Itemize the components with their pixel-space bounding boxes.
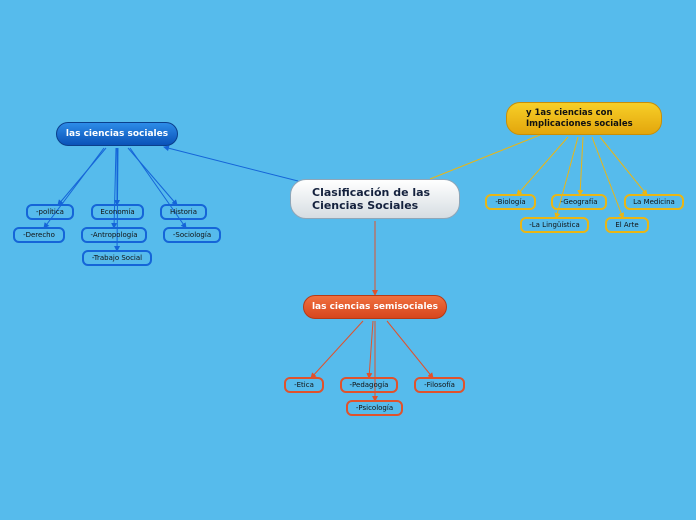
connector-impl-geografia: [577, 136, 584, 196]
topic-pedagogia[interactable]: -Pedagogía: [340, 377, 398, 393]
topic-etica[interactable]: -Etica: [284, 377, 324, 393]
topic-antropologia[interactable]: -Antropología: [81, 227, 147, 243]
topic-politica[interactable]: -política: [26, 204, 74, 220]
connector-social-antropologia: [111, 147, 118, 229]
central-topic-label: Clasificación de las Ciencias Sociales: [312, 186, 431, 212]
topic-psicologia[interactable]: -Psicología: [346, 400, 403, 416]
connector-social-historia: [127, 147, 178, 206]
connector-semi-pedagogia: [366, 320, 374, 379]
topic-label: -Pedagogía: [349, 381, 389, 389]
topic-label: -Geografía: [560, 198, 598, 206]
connector-semi-etica: [310, 320, 364, 379]
topic-label: Historia: [170, 208, 197, 216]
topic-historia[interactable]: Historia: [160, 204, 207, 220]
connector-semi-filosofia: [386, 320, 434, 379]
topic-arte[interactable]: El Arte: [605, 217, 649, 233]
connector-central-implications: [429, 134, 541, 180]
topic-geografia[interactable]: -Geografía: [551, 194, 607, 210]
topic-label: -Sociología: [172, 231, 212, 239]
topic-label: -Antropología: [90, 231, 138, 239]
topic-label: -Filosofía: [424, 381, 455, 389]
topic-economia[interactable]: Economía: [91, 204, 144, 220]
topic-label: -Etica: [294, 381, 314, 389]
topic-linguistica[interactable]: -La Lingüística: [520, 217, 589, 233]
topic-filosofia[interactable]: -Filosofía: [414, 377, 465, 393]
topic-label: -Derecho: [23, 231, 55, 239]
topic-label: -La Lingüística: [529, 221, 580, 229]
topic-label: -política: [36, 208, 64, 216]
topic-medicina[interactable]: La Medicina: [624, 194, 684, 210]
connector-impl-arte: [591, 136, 625, 219]
branch-implications-label: y 1as ciencias con Implicaciones sociale…: [526, 107, 633, 129]
branch-semisocial-label: las ciencias semisociales: [311, 302, 439, 312]
connector-impl-medicina: [599, 136, 648, 196]
connector-central-social: [163, 145, 299, 182]
topic-label: -Trabajo Social: [91, 254, 143, 262]
topic-biologia[interactable]: -Biología: [485, 194, 536, 210]
connector-social-sociologia: [129, 147, 187, 229]
connector-impl-linguistica: [554, 136, 579, 219]
topic-label: Economía: [100, 208, 135, 216]
topic-label: El Arte: [615, 221, 639, 229]
topic-derecho[interactable]: -Derecho: [13, 227, 65, 243]
topic-label: -Psicología: [355, 404, 394, 412]
branch-implications-sciences[interactable]: y 1as ciencias con Implicaciones sociale…: [506, 102, 662, 135]
connector-impl-biologia: [516, 136, 569, 196]
branch-semisocial-sciences[interactable]: las ciencias semisociales: [303, 295, 447, 319]
branch-social-sciences[interactable]: las ciencias sociales: [56, 122, 178, 146]
central-topic[interactable]: Clasificación de las Ciencias Sociales: [290, 179, 460, 219]
topic-label: -Biología: [495, 198, 526, 206]
topic-label: La Medicina: [633, 198, 675, 206]
branch-social-label: las ciencias sociales: [65, 129, 169, 139]
topic-sociologia[interactable]: -Sociología: [163, 227, 221, 243]
connector-social-trabajo: [114, 147, 121, 252]
connector-social-derecho: [43, 147, 105, 229]
topic-trabajo-social[interactable]: -Trabajo Social: [82, 250, 152, 266]
